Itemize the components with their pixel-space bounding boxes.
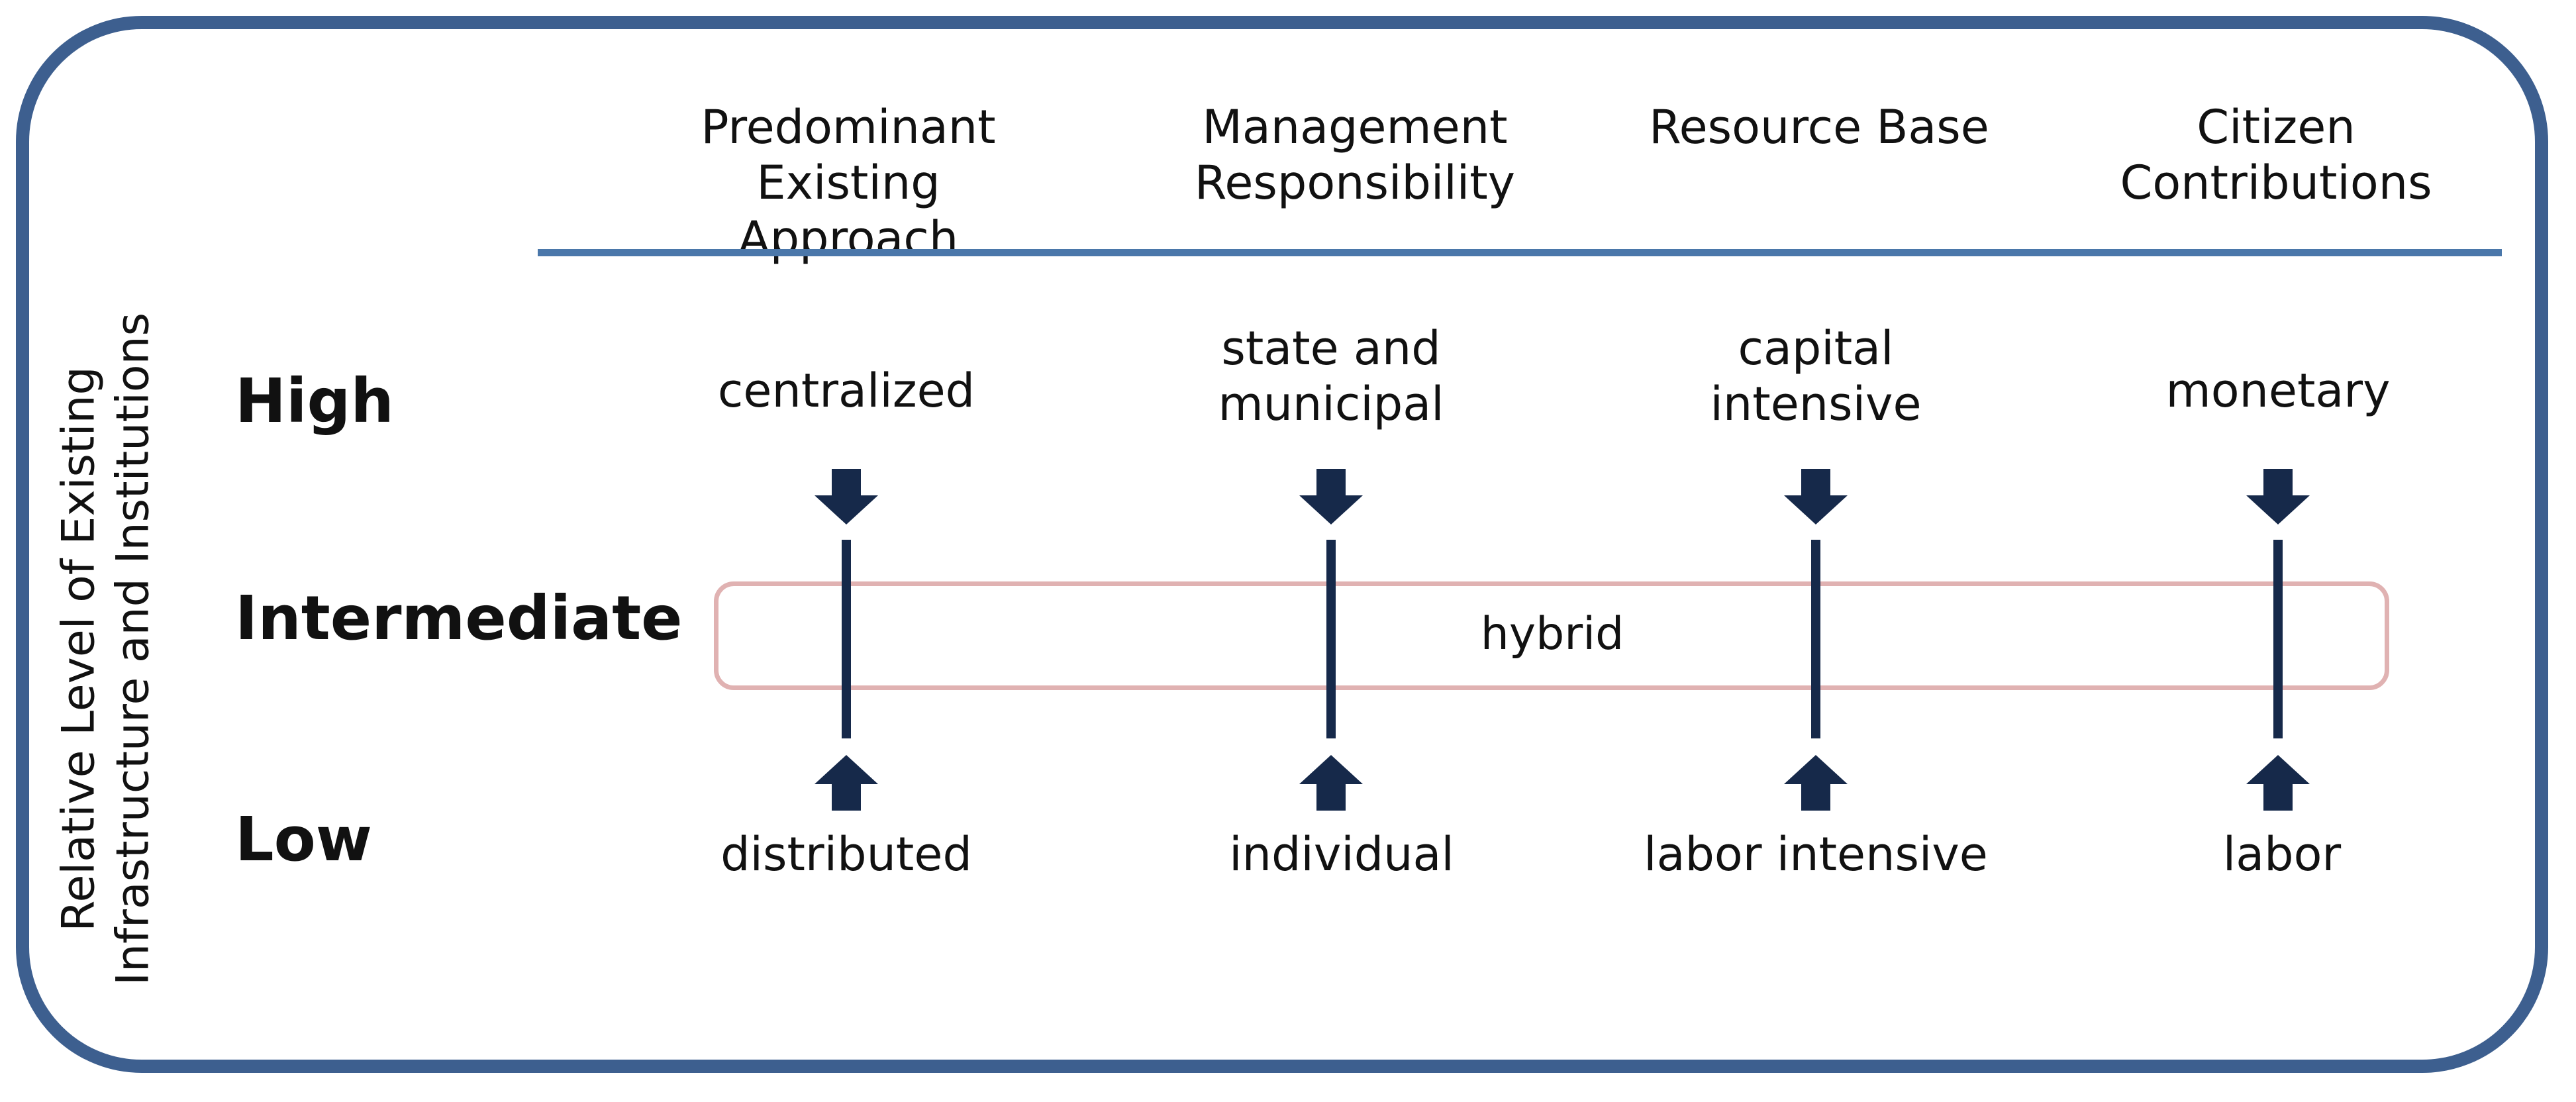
scale-line-approach [842,540,851,738]
down-arrow-icon [1784,469,1848,525]
column-header-approach: Predominant Existing Approach [701,100,996,266]
scale-line-citizen [2273,540,2283,738]
low-value-resource: labor intensive [1644,827,1988,881]
scale-line-resource [1811,540,1820,738]
low-value-approach: distributed [720,827,972,881]
column-header-citizen: Citizen Contributions [2120,100,2432,210]
high-value-approach: centralized [717,364,975,418]
low-value-citizen: labor [2222,827,2342,881]
down-arrow-icon [2246,469,2310,525]
low-value-management: individual [1229,827,1454,881]
up-arrow-icon [2246,755,2310,811]
level-label-intermediate: Intermediate [235,583,683,654]
up-arrow-icon [1784,755,1848,811]
column-header-resource: Resource Base [1649,100,1989,154]
hybrid-band [714,581,2389,690]
high-value-management: state and municipal [1218,321,1444,431]
y-axis-title: Relative Level of Existing Infrastructur… [52,312,159,986]
up-arrow-icon [1299,755,1363,811]
header-divider [538,249,2502,256]
hybrid-label: hybrid [1480,608,1624,660]
level-label-high: High [235,366,394,436]
up-arrow-icon [815,755,878,811]
down-arrow-icon [815,469,878,525]
high-value-resource: capital intensive [1710,321,1922,431]
level-label-low: Low [235,804,372,875]
high-value-citizen: monetary [2165,364,2391,418]
down-arrow-icon [1299,469,1363,525]
scale-line-management [1326,540,1336,738]
diagram-frame [16,16,2548,1073]
column-header-management: Management Responsibility [1194,100,1516,210]
